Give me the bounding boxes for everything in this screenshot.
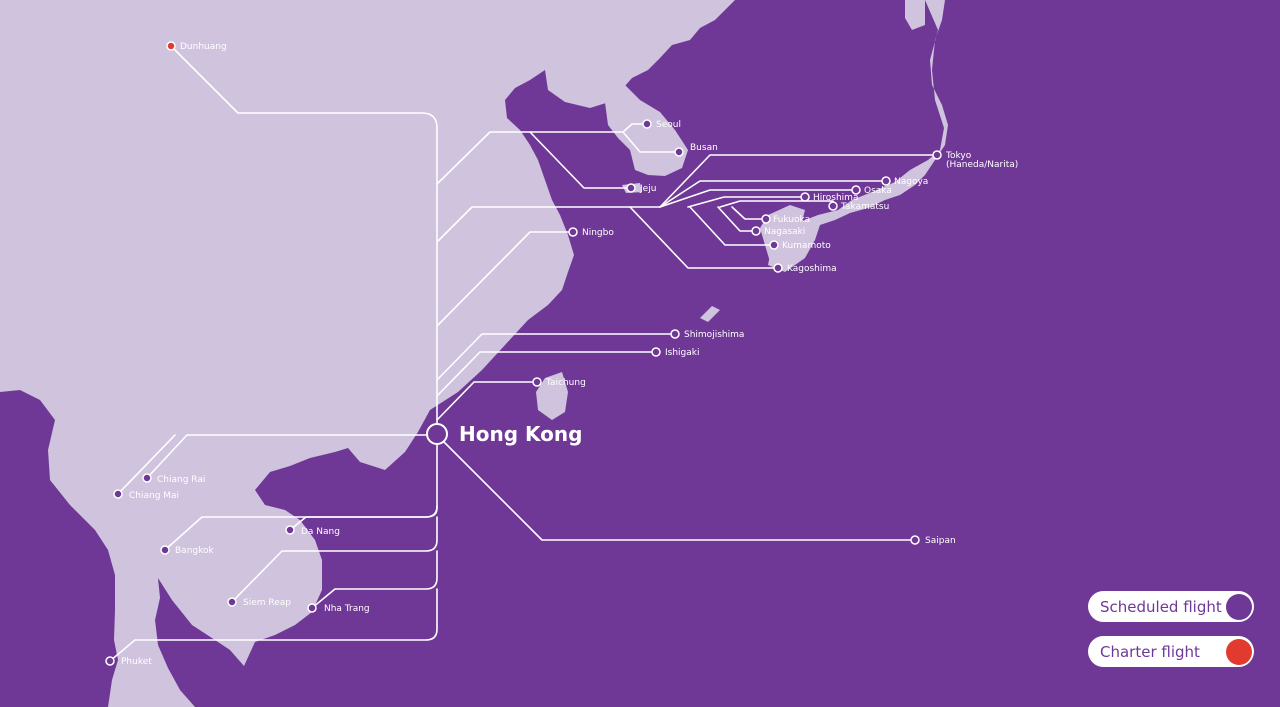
route-kumamoto — [689, 206, 775, 246]
route-shimojishima — [436, 333, 676, 381]
siem-reap-marker[interactable] — [227, 597, 237, 607]
route-dunhuang — [170, 45, 438, 433]
route-bangkok — [164, 505, 438, 551]
route-nha-trang — [311, 550, 438, 609]
fukuoka-marker[interactable] — [761, 214, 771, 224]
korea — [604, 85, 688, 176]
taiwan — [536, 372, 568, 420]
osaka-label: Osaka — [864, 186, 892, 196]
ishigaki-marker[interactable] — [651, 347, 661, 357]
kagoshima-marker[interactable] — [773, 263, 783, 273]
phuket-marker[interactable] — [105, 656, 115, 666]
chiang-rai-label: Chiang Rai — [157, 475, 205, 485]
legend-scheduled-label: Scheduled flight — [1100, 597, 1222, 616]
route-fukuoka — [731, 206, 767, 220]
takamatsu-marker[interactable] — [828, 201, 838, 211]
chiang-mai-label: Chiang Mai — [129, 491, 179, 501]
tokyo-label: Tokyo — [945, 151, 972, 161]
route-kagoshima — [629, 206, 779, 269]
route-tokyo — [659, 154, 938, 208]
chiang-mai-marker[interactable] — [113, 489, 123, 499]
route-busan — [622, 131, 680, 153]
ishigaki-label: Ishigaki — [665, 348, 700, 358]
shimojishima-label: Shimojishima — [684, 330, 744, 340]
route-nagasaki — [717, 206, 757, 232]
ryukyu-islands — [700, 306, 720, 322]
route-chiang-mai — [117, 434, 176, 495]
hiroshima-label: Hiroshima — [813, 193, 858, 203]
tokyo-marker[interactable] — [932, 150, 942, 160]
legend-scheduled: Scheduled flight — [1088, 591, 1254, 622]
kagoshima-label: Kagoshima — [787, 264, 837, 274]
kumamoto-marker[interactable] — [769, 240, 779, 250]
takamatsu-label: Takamatsu — [840, 202, 889, 212]
nagoya-marker[interactable] — [881, 176, 891, 186]
saipan-marker[interactable] — [910, 535, 920, 545]
da-nang-label: Da Nang — [301, 527, 340, 537]
seoul-marker[interactable] — [642, 119, 652, 129]
shimojishima-marker[interactable] — [670, 329, 680, 339]
route-jeju — [529, 131, 632, 189]
route-osaka — [659, 189, 857, 208]
route-siem-reap — [231, 516, 438, 603]
charter-flight-dot-icon — [1226, 638, 1252, 665]
route-korea-trunk — [436, 131, 624, 185]
nha-trang-label: Nha Trang — [324, 604, 370, 614]
bangkok-marker[interactable] — [160, 545, 170, 555]
ningbo-label: Ningbo — [582, 228, 614, 238]
seoul-label: Seoul — [656, 120, 681, 130]
dunhuang-label: Dunhuang — [180, 42, 227, 52]
route-ishigaki — [436, 351, 657, 397]
route-hiroshima — [687, 196, 806, 208]
destinations: Dunhuang Seoul Busan Jeju Tokyo (Haneda/… — [105, 41, 1018, 667]
saipan-label: Saipan — [925, 536, 956, 546]
hainan — [290, 472, 330, 508]
taichung-label: Taichung — [545, 378, 586, 388]
busan-marker[interactable] — [674, 147, 684, 157]
da-nang-marker[interactable] — [285, 525, 295, 535]
taichung-marker[interactable] — [532, 377, 542, 387]
dunhuang-marker[interactable] — [166, 41, 176, 51]
hub: Hong Kong — [426, 422, 582, 446]
phuket-label: Phuket — [121, 657, 152, 667]
ningbo-marker[interactable] — [568, 227, 578, 237]
land — [0, 0, 948, 707]
kumamoto-label: Kumamoto — [782, 241, 831, 251]
siem-reap-label: Siem Reap — [243, 598, 291, 608]
japan-hokkaido — [905, 0, 925, 30]
tokyo-label-airports: (Haneda/Narita) — [946, 160, 1018, 170]
bangkok-label: Bangkok — [175, 546, 215, 556]
nha-trang-marker[interactable] — [307, 603, 317, 613]
routes — [109, 45, 938, 662]
chiang-rai-marker[interactable] — [142, 473, 152, 483]
busan-label: Busan — [690, 143, 718, 153]
route-saipan — [436, 434, 916, 541]
hong-kong-label: Hong Kong — [459, 422, 582, 446]
hiroshima-marker[interactable] — [800, 192, 810, 202]
scheduled-flight-dot-icon — [1226, 593, 1252, 620]
jeju-label: Jeju — [639, 184, 656, 194]
jeju-marker[interactable] — [626, 183, 636, 193]
route-phuket — [109, 588, 438, 662]
legend-charter: Charter flight — [1088, 636, 1254, 667]
route-japan-trunk — [436, 206, 661, 243]
route-seoul — [622, 123, 648, 133]
hong-kong-hub-marker[interactable] — [426, 423, 448, 445]
route-ningbo — [436, 231, 574, 327]
mainland-asia — [0, 0, 735, 707]
fukuoka-label: Fukuoka — [773, 215, 810, 225]
route-chiang — [146, 434, 438, 479]
route-taichung — [436, 381, 538, 421]
nagoya-label: Nagoya — [894, 177, 928, 187]
route-nagoya — [659, 180, 887, 208]
nagasaki-marker[interactable] — [751, 226, 761, 236]
legend-charter-label: Charter flight — [1100, 642, 1200, 661]
nagasaki-label: Nagasaki — [764, 227, 805, 237]
osaka-marker[interactable] — [851, 185, 861, 195]
